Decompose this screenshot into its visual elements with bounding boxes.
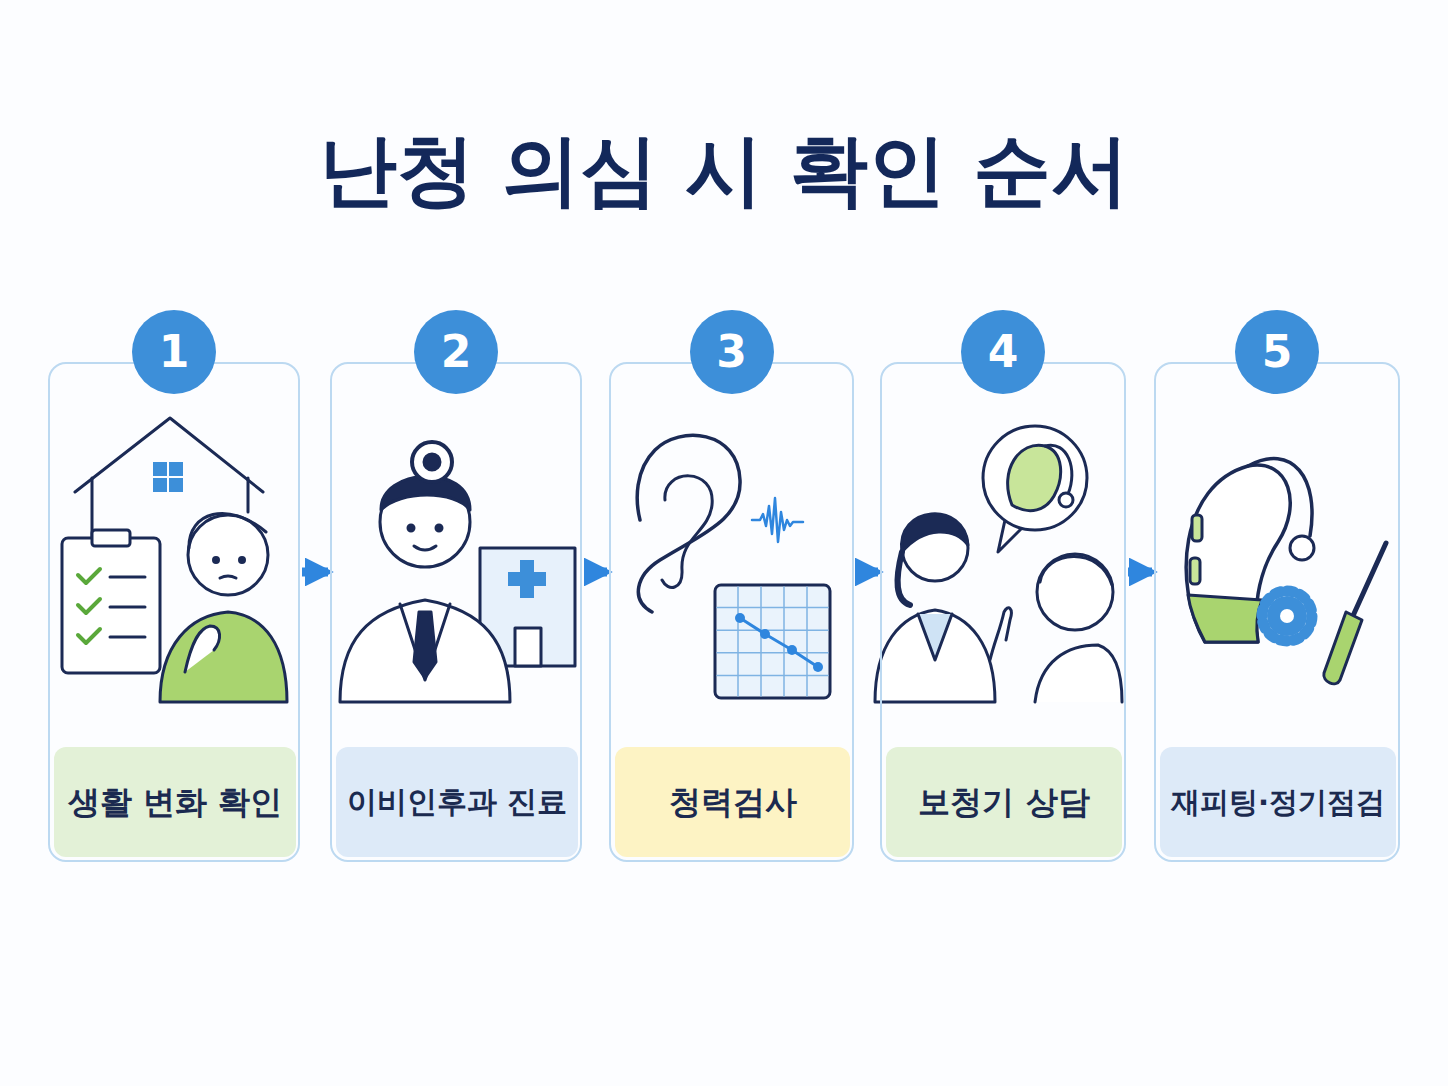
audiogram-frame [715,585,830,698]
screwdriver-handle [1324,612,1362,684]
audiogram-line [740,618,818,667]
hearing-aid-button [1190,558,1200,584]
person-body [160,612,287,702]
doctor-eye [408,525,414,531]
step-label-box: 보청기 상담 [886,747,1122,857]
doctor-eye [436,525,442,531]
hospital-door [515,628,541,666]
step-label: 생활 변화 확인 [68,783,282,821]
speech-bubble [983,426,1087,530]
step-number: 1 [132,310,216,394]
step-label-box: 재피팅·정기점검 [1160,747,1396,857]
grid-line [717,675,828,677]
doctor-illustration [340,442,575,702]
step-label-box: 청력검사 [615,747,850,857]
doctor-mouth [414,546,436,550]
hearing-aid-button [1192,515,1202,541]
pointing-hand [990,608,1011,660]
doctor-head [380,477,470,567]
hearing-test-illustration [637,435,830,698]
grid-line [760,587,762,696]
hearing-aid-tip [1290,536,1314,560]
flow-arrow [856,568,878,577]
bubble-aid-tip [1059,493,1073,507]
sound-wave [752,498,803,542]
step-label: 청력검사 [669,783,797,821]
consultation-illustration [875,426,1122,702]
diagram-title: 난청 의심 시 확인 순서 [0,128,1448,214]
step-number: 3 [690,310,774,394]
audiologist-hair [902,514,968,552]
person-hand [185,626,220,672]
grid-line [717,652,828,654]
person-eye [240,558,245,563]
person-eye [214,558,219,563]
patient-head [1037,554,1113,630]
step-label: 보청기 상담 [918,783,1089,821]
house-roof [75,418,263,492]
step-label-box: 생활 변화 확인 [54,747,296,857]
gear-hole [1280,609,1294,623]
step-card: 3청력검사 [609,362,854,862]
step-label: 이비인후과 진료 [347,784,567,820]
gear [1267,596,1307,636]
head-mirror-center [424,454,440,470]
screwdriver-shaft [1352,543,1386,618]
coat-lapels [400,604,450,680]
bubble-aid-tube [1045,445,1072,494]
audiogram-grid [717,587,828,696]
head-mirror [412,442,452,482]
gear-teeth [1262,591,1312,641]
grid-line [737,587,739,696]
step-label-box: 이비인후과 진료 [336,747,578,857]
person-mouth [220,576,236,578]
grid-line [806,587,808,696]
audiogram-points [735,613,823,672]
doctor-tie [414,612,436,678]
patient-hair [1040,556,1112,585]
life-check-illustration [62,418,287,702]
person-hair [189,513,266,548]
ear-inner [662,476,712,588]
flow-arrow [1128,568,1152,577]
doctor-coat [340,600,510,702]
refitting-illustration [1186,458,1386,683]
house-window [153,462,183,492]
flow-arrow [584,568,607,577]
grid-line [717,629,828,631]
step-card: 1생활 변화 확인 [48,362,300,862]
check-marks [78,569,100,643]
step-card: 4보청기 상담 [880,362,1126,862]
step-number: 4 [961,310,1045,394]
person-head [188,515,268,595]
bubble-hearing-aid [1008,445,1061,510]
step-label: 재피팅·정기점검 [1171,785,1385,820]
audiologist-hair-back [897,552,910,605]
flow-arrow [302,568,328,577]
step-card: 5재피팅·정기점검 [1154,362,1400,862]
audiologist-shirt [918,614,952,660]
clipboard [62,538,160,673]
step-card: 2이비인후과 진료 [330,362,582,862]
patient-body [1035,645,1122,702]
audiologist-coat [875,610,995,702]
grid-line [783,587,785,696]
hospital-cross [508,560,546,598]
clipboard-clip [92,530,130,546]
grid-line [717,607,828,609]
step-number: 5 [1235,310,1319,394]
hearing-aid-band [1188,595,1262,642]
check-lines [110,577,145,637]
hearing-aid-tube [1248,458,1312,536]
step-number: 2 [414,310,498,394]
